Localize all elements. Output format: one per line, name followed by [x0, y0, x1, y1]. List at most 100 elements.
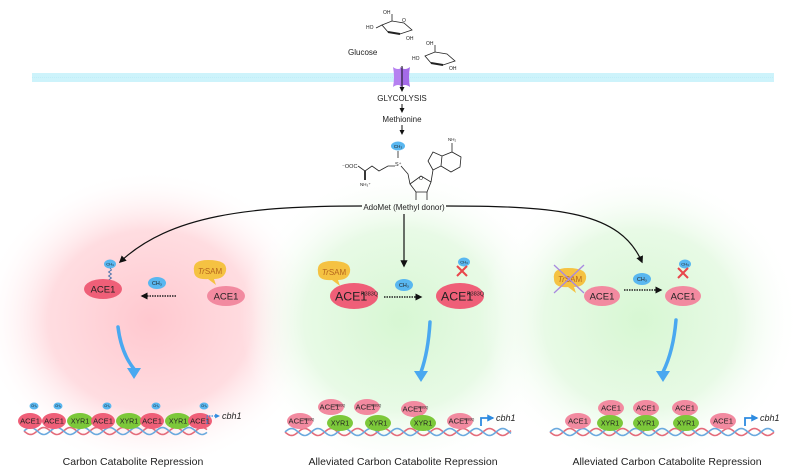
ace1-label: ACE1 — [441, 289, 473, 303]
ace1-protein — [565, 413, 591, 429]
methyl-group-icon — [29, 402, 39, 410]
trsam-label: TrSAM — [558, 275, 583, 284]
dna-strand — [284, 427, 512, 437]
xyr1-protein — [410, 415, 436, 431]
xyr1-protein — [67, 413, 93, 429]
xyr1-label: XYR1 — [169, 419, 187, 426]
mutation-label: R383Q — [304, 418, 315, 422]
methionine-label: Methionine — [382, 115, 422, 124]
ch3-label: CH₃ — [201, 404, 208, 408]
methyl-group-icon — [148, 277, 166, 289]
dna-strand — [549, 427, 775, 437]
glucose-molecule-2 — [424, 45, 456, 66]
oh-label: OH — [426, 41, 434, 47]
ace1-mutant — [401, 401, 427, 417]
methylated-ace1 — [188, 413, 212, 429]
promoter-arrow-icon — [480, 414, 495, 426]
gene-label: cbh1 — [222, 411, 242, 421]
methyl-linker — [107, 267, 113, 281]
trsam-protein — [317, 261, 351, 286]
mutation-label: R383Q — [361, 291, 378, 297]
methyl-group-icon — [391, 141, 405, 151]
glucose-label: Glucose — [348, 48, 378, 57]
ace1-label: ACE1 — [356, 403, 376, 412]
xyr1-label: XYR1 — [414, 421, 432, 428]
block-cross-icon — [677, 267, 689, 279]
methyl-group-icon — [53, 402, 63, 410]
methylated-ace1 — [140, 413, 164, 429]
trsam-protein — [193, 260, 227, 285]
methyl-group-icon — [199, 402, 209, 410]
xyr1-protein — [116, 413, 142, 429]
methylated-ace1 — [18, 413, 42, 429]
ace1-label: ACE1 — [320, 403, 340, 412]
methyl-group-icon — [633, 273, 651, 285]
ace1-label: ACE1 — [636, 404, 656, 413]
glycolysis-label: GLYCOLYSIS — [377, 94, 427, 103]
ace1-label: ACE1 — [675, 404, 695, 413]
mutation-label: R383Q — [467, 291, 484, 297]
branch-arrow-right — [445, 205, 643, 264]
o-label: O — [419, 176, 423, 182]
ace1-label: ACE1 — [671, 291, 696, 302]
promoter-arrow-icon — [206, 413, 220, 424]
dna-strand — [549, 427, 775, 437]
ace1-protein — [672, 400, 698, 416]
ace1-label: ACE1 — [214, 291, 239, 302]
ace1-label: ACE1 — [335, 289, 367, 303]
ace1-mutant — [318, 399, 344, 415]
xyr1-protein — [597, 415, 623, 431]
process-arrow — [116, 325, 136, 371]
ace1-label: ACE1 — [601, 404, 621, 413]
xyr1-protein — [633, 415, 659, 431]
dna-strand — [284, 427, 512, 437]
glucose-molecule-1 — [375, 14, 413, 35]
ace1-label: ACE1 — [91, 284, 116, 295]
mutation-label: R383Q — [464, 418, 475, 422]
xyr1-protein — [165, 413, 191, 429]
methyl-group-icon — [395, 279, 413, 291]
oh-label: OH — [449, 66, 457, 72]
methyl-group-icon — [679, 259, 691, 269]
xyr1-label: XYR1 — [637, 421, 655, 428]
deletion-cross-icon — [553, 264, 585, 294]
ace1-label: ACE1 — [289, 417, 309, 426]
mutation-label: R383Q — [418, 406, 429, 410]
methyl-group-icon — [102, 402, 112, 410]
repression-glow — [0, 170, 320, 470]
carboxylate-label: ⁻OOC — [342, 164, 357, 170]
ch3-label: CH₃ — [394, 144, 402, 149]
gene-label: cbh1 — [496, 413, 516, 423]
process-arrow-head — [414, 371, 428, 382]
ace1-label: ACE1 — [20, 417, 40, 426]
ace1-mutant — [287, 413, 313, 429]
ace1-label: ACE1 — [590, 291, 615, 302]
process-arrow — [419, 320, 432, 374]
ch3-label: CH₃ — [31, 404, 38, 408]
xyr1-label: XYR1 — [369, 421, 387, 428]
ace1-mutant — [354, 399, 380, 415]
methylated-ace1 — [91, 413, 115, 429]
methylated-ace1 — [84, 279, 122, 299]
methyl-group-icon — [151, 402, 161, 410]
ace1-protein — [598, 400, 624, 416]
adomet-label: AdoMet (Methyl donor) — [363, 203, 445, 212]
ace1-label: ACE1 — [403, 405, 423, 414]
ch3-label: CH₃ — [153, 404, 160, 408]
nh2-label: NH₂ — [448, 137, 456, 142]
ace1-protein — [710, 413, 736, 429]
ace1-label: ACE1 — [142, 417, 162, 426]
process-arrow-head — [656, 371, 670, 382]
xyr1-label: XYR1 — [677, 421, 695, 428]
ch3-label: CH₃ — [106, 262, 114, 267]
panel-caption: Alleviated Carbon Catabolite Repression — [308, 456, 497, 468]
gene-label: cbh1 — [760, 413, 780, 423]
ace1-protein — [207, 286, 245, 306]
ace1-label: ACE1 — [449, 417, 469, 426]
ace1-label: ACE1 — [93, 417, 113, 426]
ch3-label: CH₃ — [152, 281, 162, 287]
ace1-label: ACE1 — [568, 417, 588, 426]
methyl-group-icon — [458, 257, 470, 267]
ch3-label: CH₃ — [681, 262, 689, 267]
